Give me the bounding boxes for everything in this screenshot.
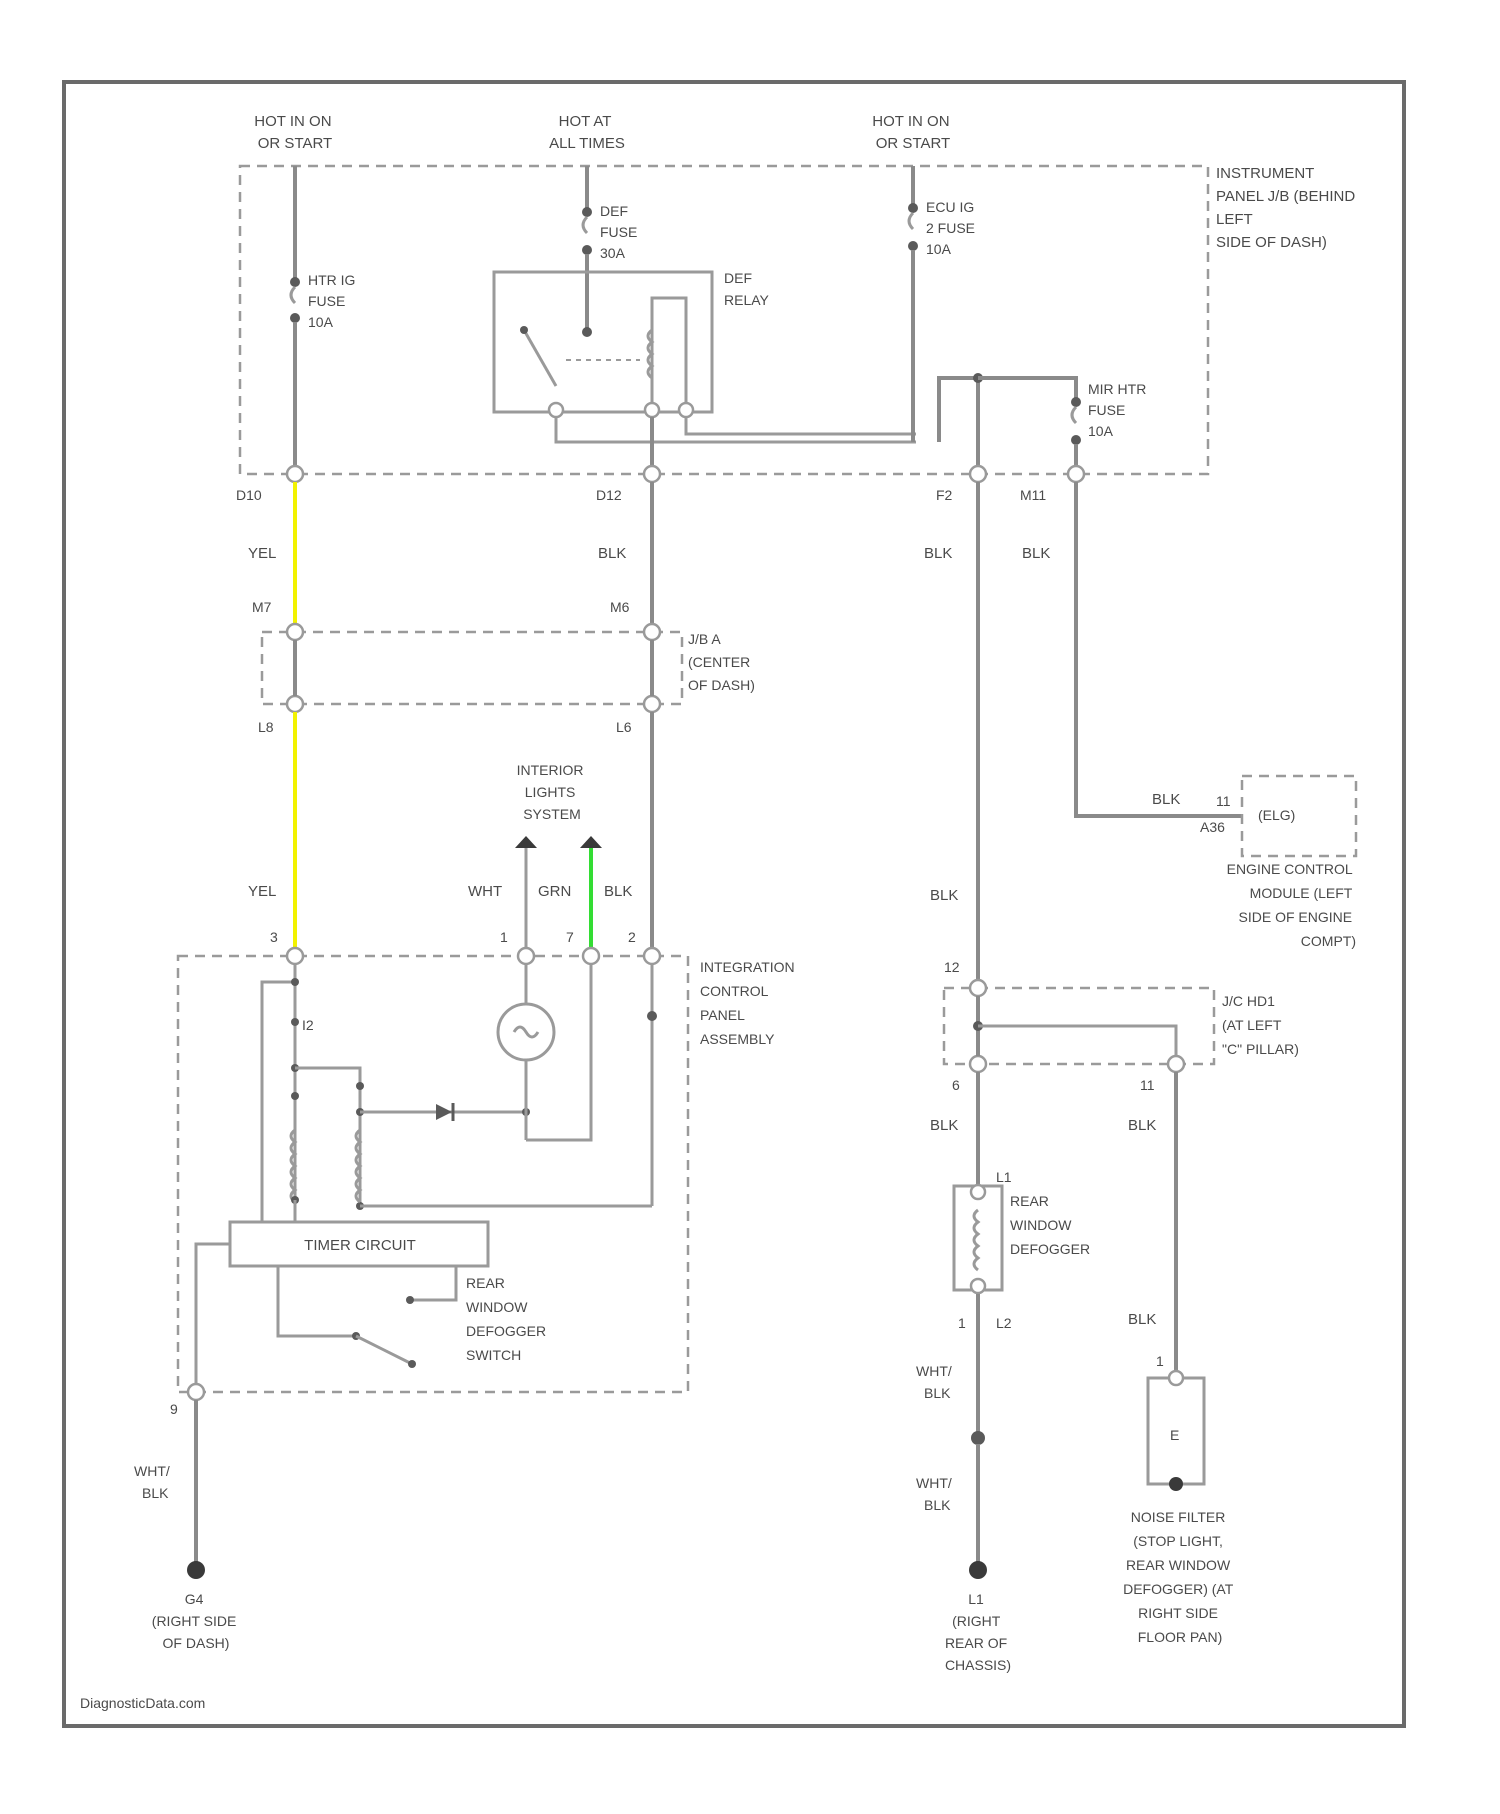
integration-panel-label: INTEGRATION CONTROL PANEL ASSEMBLY [700,959,799,1047]
relay-switch-arm [524,330,556,386]
pin-d12: D12 [596,487,622,503]
wire-color-grn: GRN [538,883,571,900]
power-label-center: HOT AT ALL TIMES [549,113,625,152]
wire-color-wht-blk-r1: WHT/ BLK [916,1363,956,1401]
rear-def-switch-label: REAR WINDOW DEFOGGER SWITCH [466,1275,550,1363]
jc-hd1-label: J/C HD1 (AT LEFT "C" PILLAR) [1222,993,1299,1057]
ecm-pin-bottom: A36 [1200,819,1225,835]
pin-e-code: E [1170,1427,1179,1443]
pin-1: 1 [500,929,508,945]
coil-right [356,1130,360,1202]
wire-color-wht-blk-left: WHT/ BLK [134,1463,174,1501]
pin-d10: D10 [236,487,262,503]
pin-f2: F2 [936,487,953,503]
instrument-panel-jb-box [240,166,1208,474]
diode-symbol [436,1104,452,1120]
pin-i2: I2 [302,1017,314,1033]
mir-htr-fuse-symbol [1071,397,1081,445]
pin-one-b: 1 [1156,1353,1164,1369]
ecu-ig-fuse-symbol [908,203,918,251]
wire-color-blk-panel: BLK [604,883,632,900]
pin-l2: L2 [996,1315,1012,1331]
pin-9: 9 [170,1401,178,1417]
arrow-grn [580,836,602,848]
interior-lights-label: INTERIOR LIGHTS SYSTEM [517,762,588,822]
ground-l1-point [969,1561,987,1579]
wire-color-blk-m11: BLK [1022,545,1050,562]
pin-one-a: 1 [958,1315,966,1331]
rear-defogger-box [954,1186,1002,1290]
relay-coil [652,298,686,408]
htr-ig-fuse-symbol [290,277,300,323]
jb-a-label: J/B A (CENTER OF DASH) [688,631,755,693]
jb-a-box [262,632,682,704]
ground-l1-label: L1 (RIGHT REAR OF CHASSIS) [945,1591,1011,1673]
wire-color-blk-ecm: BLK [1152,791,1180,808]
wire-color-yel-lower: YEL [248,883,276,900]
ecu-ig-fuse-label: ECU IG 2 FUSE 10A [926,199,979,257]
wire-color-blk-jc-right: BLK [1128,1117,1156,1134]
pin-m6: M6 [610,599,630,615]
coil-left [291,1130,295,1202]
integration-panel-box [178,956,688,1392]
wire-color-blk-jc-down: BLK [930,1117,958,1134]
mir-htr-fuse-label: MIR HTR FUSE 10A [1088,381,1150,439]
pin-m7: M7 [252,599,272,615]
def-relay-box [494,272,712,412]
pin-l8: L8 [258,719,274,735]
rear-defogger-element [974,1210,978,1270]
def-fuse-label: DEF FUSE 30A [600,203,641,261]
wire-color-blk-center: BLK [598,545,626,562]
def-relay-label: DEF RELAY [724,270,770,308]
pin-7: 7 [566,929,574,945]
def-fuse-symbol [582,207,592,255]
power-label-right: HOT IN ON OR START [872,113,953,152]
ecm-pin-top: 11 [1216,793,1231,809]
pin-jc-6: 6 [952,1077,960,1093]
relay-contact-dot [582,327,592,337]
rear-defogger-label: REAR WINDOW DEFOGGER [1010,1193,1090,1257]
wire-color-yel-top: YEL [248,545,276,562]
instrument-panel-jb-label: INSTRUMENT PANEL J/B (BEHIND LEFT SIDE O… [1216,165,1359,251]
arrow-wht [515,836,537,848]
wire-relay-bottom [556,417,916,442]
timer-circuit-label: TIMER CIRCUIT [304,1237,416,1254]
pin-m11: M11 [1020,487,1046,503]
power-label-left: HOT IN ON OR START [254,113,335,152]
wire-color-blk-noise: BLK [1128,1311,1156,1328]
pin-3: 3 [270,929,278,945]
pin-jc-12: 12 [944,959,960,975]
rear-def-switch-blade [356,1336,412,1364]
noise-filter-label: NOISE FILTER (STOP LIGHT, REAR WINDOW DE… [1123,1509,1237,1645]
wire-color-blk-mid: BLK [930,887,958,904]
wire-color-blk-f2: BLK [924,545,952,562]
wire-color-wht: WHT [468,883,502,900]
ecm-code: (ELG) [1258,807,1295,823]
noise-filter-ground [1169,1477,1183,1491]
ground-g4-point [187,1561,205,1579]
ground-g4-label: G4 (RIGHT SIDE OF DASH) [152,1591,240,1651]
pin-jc-11: 11 [1140,1077,1155,1093]
htr-ig-fuse-label: HTR IG FUSE 10A [308,272,359,330]
pin-l6: L6 [616,719,632,735]
wire-blk-ecm [1076,482,1242,816]
wire-color-wht-blk-r2: WHT/ BLK [916,1475,956,1513]
ecm-label: ENGINE CONTROL MODULE (LEFT SIDE OF ENGI… [1227,861,1356,949]
wire-relay-branch [939,378,978,442]
pin-l1: L1 [996,1169,1012,1185]
pin-2: 2 [628,929,636,945]
watermark: DiagnosticData.com [80,1695,205,1711]
